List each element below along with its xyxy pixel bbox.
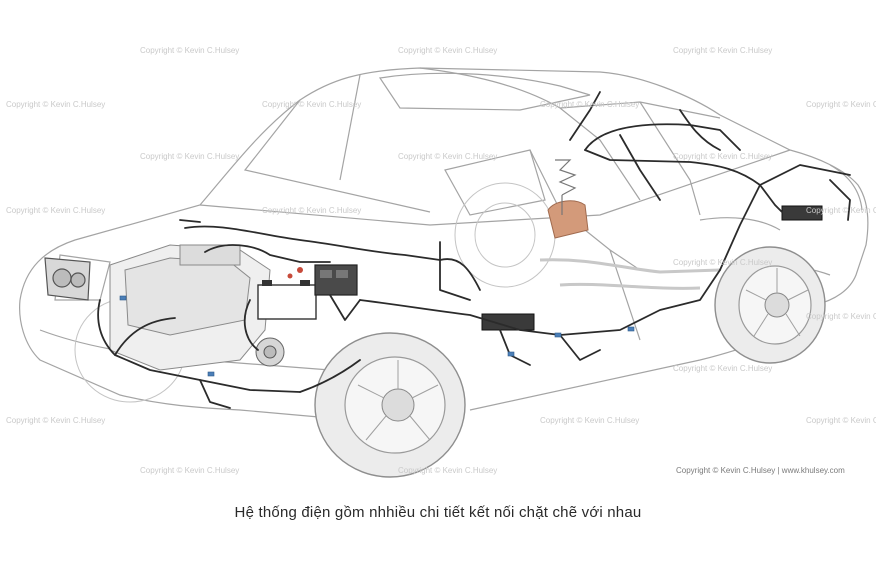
watermark: Copyright © Kevin C.Hulsey	[6, 100, 106, 109]
watermark: Copyright © Kevin C.Hulsey	[6, 206, 106, 215]
engine-block	[109, 244, 285, 371]
wiring-harness	[97, 91, 851, 409]
rear-suspension	[555, 159, 577, 215]
rear-wheel	[714, 246, 826, 364]
watermark: Copyright © Kevin C.Hulsey	[673, 46, 773, 55]
watermark: Copyright © Kevin C.Hulsey	[398, 466, 498, 475]
control-modules	[481, 205, 823, 331]
watermark: Copyright © Kevin C.Hulsey	[262, 206, 362, 215]
watermark: Copyright © Kevin C.Hulsey	[806, 416, 876, 425]
figure-caption: Hệ thống điện gồm nhhiều chi tiết kết nố…	[234, 504, 642, 521]
seat	[547, 200, 589, 239]
watermark: Copyright © Kevin C.Hulsey	[540, 100, 640, 109]
battery	[257, 280, 317, 320]
watermark: Copyright © Kevin C.Hulsey	[6, 416, 106, 425]
fuse-box	[314, 264, 358, 296]
watermark: Copyright © Kevin C.Hulsey	[140, 46, 240, 55]
watermark: Copyright © Kevin C.Hulsey	[673, 364, 773, 373]
watermark: Copyright © Kevin C.Hulsey	[806, 206, 876, 215]
watermark: Copyright © Kevin C.Hulsey	[140, 152, 240, 161]
headlight	[44, 257, 91, 301]
watermark: Copyright © Kevin C.Hulsey	[540, 416, 640, 425]
watermark: Copyright © Kevin C.Hulsey	[806, 100, 876, 109]
relay-accents	[287, 267, 303, 279]
watermark: Copyright © Kevin C.Hulsey	[140, 466, 240, 475]
watermark: Copyright © Kevin C.Hulsey	[806, 312, 876, 321]
copyright-credit: Copyright © Kevin C.Hulsey | www.khulsey…	[676, 466, 845, 475]
watermark: Copyright © Kevin C.Hulsey	[673, 258, 773, 267]
wire-connectors	[119, 295, 635, 377]
watermark: Copyright © Kevin C.Hulsey	[673, 152, 773, 161]
front-wheel	[314, 332, 466, 478]
drivetrain	[539, 258, 721, 290]
car-cutaway-illustration	[19, 67, 869, 478]
watermark: Copyright © Kevin C.Hulsey	[262, 100, 362, 109]
watermark: Copyright © Kevin C.Hulsey	[398, 152, 498, 161]
watermark: Copyright © Kevin C.Hulsey	[398, 46, 498, 55]
